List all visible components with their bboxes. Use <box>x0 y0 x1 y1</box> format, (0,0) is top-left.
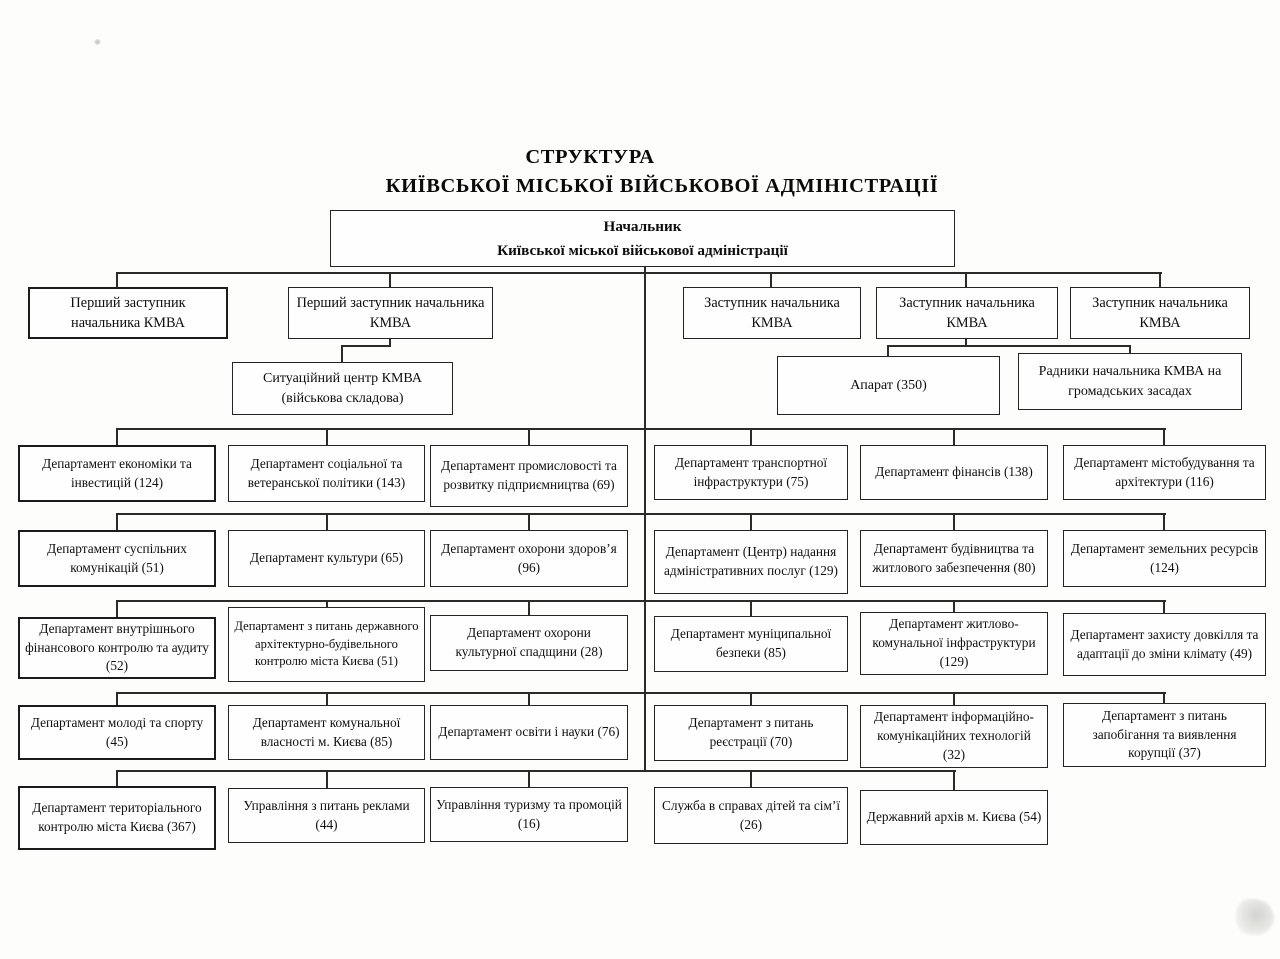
connector-drop <box>326 770 328 788</box>
org-box-dept-healthcare: Департамент охорони здоров’я (96) <box>430 530 628 587</box>
connector-drop <box>750 513 752 530</box>
connector-drop <box>750 600 752 616</box>
connector-drop <box>1163 513 1165 530</box>
scan-smudge <box>1236 899 1274 935</box>
connector-drop <box>1129 345 1131 354</box>
connector-drop <box>953 600 955 612</box>
connector-drop <box>887 345 889 357</box>
org-box-dept-public-communications: Департамент суспільних комунікацій (51) <box>18 530 216 587</box>
connector-bus-row1 <box>116 428 1166 430</box>
connector-drop <box>326 600 328 608</box>
head-subtitle: Київської міської військової адміністрац… <box>497 241 788 259</box>
org-box-office-advertising: Управління з питань реклами (44) <box>228 788 425 843</box>
scan-speck <box>94 39 101 45</box>
head-title: Начальник <box>603 217 682 235</box>
org-box-dept-land-resources: Департамент земельних ресурсів (124) <box>1063 530 1266 587</box>
org-box-apparatus: Апарат (350) <box>777 356 1000 415</box>
connector-drop <box>953 770 955 790</box>
org-box-dept-cultural-heritage: Департамент охорони культурної спадщини … <box>430 615 628 671</box>
org-box-situation-center: Ситуаційний центр КМВА (військова складо… <box>232 362 453 415</box>
org-box-dept-admin-services-center: Департамент (Центр) надання адміністрати… <box>654 530 848 594</box>
org-box-deputy-2: Заступник начальника КМВА <box>876 287 1058 339</box>
connector-drop <box>953 513 955 530</box>
connector-bus-row5 <box>116 770 956 772</box>
org-box-head: Начальник Київської міської військової а… <box>330 210 955 267</box>
connector-bus-row4 <box>116 692 1166 694</box>
org-box-first-deputy-2: Перший заступник начальника КМВА <box>288 287 493 339</box>
org-box-deputy-1: Заступник начальника КМВА <box>683 287 861 339</box>
connector-drop <box>326 692 328 705</box>
connector-drop <box>341 345 343 363</box>
org-box-dept-social-veterans-policy: Департамент соціальної та ветеранської п… <box>228 445 425 502</box>
connector-drop <box>1163 428 1165 445</box>
org-box-dept-urban-planning-architecture: Департамент містобудування та архітектур… <box>1063 445 1266 500</box>
connector-drop <box>965 272 967 288</box>
org-box-deputy-3: Заступник начальника КМВА <box>1070 287 1250 339</box>
org-box-dept-ict: Департамент інформаційно-комунікаційних … <box>860 705 1048 768</box>
connector-drop <box>326 428 328 445</box>
connector-drop <box>116 770 118 786</box>
org-box-dept-environment-climate: Департамент захисту довкілля та адаптаці… <box>1063 613 1266 676</box>
org-box-first-deputy-1: Перший заступник начальника КМВА <box>28 287 228 339</box>
connector-bus-row3 <box>116 600 1166 602</box>
connector-drop <box>965 339 967 347</box>
connector-drop <box>326 513 328 530</box>
connector-drop <box>528 692 530 705</box>
org-box-office-tourism-promotions: Управління туризму та промоцій (16) <box>430 787 628 842</box>
org-box-advisors: Радники начальника КМВА на громадських з… <box>1018 353 1242 410</box>
org-box-dept-registration: Департамент з питань реєстрації (70) <box>654 705 848 761</box>
connector-drop <box>116 600 118 617</box>
connector-drop <box>750 770 752 787</box>
org-box-dept-education-science: Департамент освіти і науки (76) <box>430 705 628 760</box>
org-box-dept-youth-sports: Департамент молоді та спорту (45) <box>18 705 216 760</box>
page-title-line2: КИЇВСЬКОЇ МІСЬКОЇ ВІЙСЬКОВОЇ АДМІНІСТРАЦ… <box>385 175 939 197</box>
connector-bus-deputies <box>116 272 1162 274</box>
org-box-dept-finance: Департамент фінансів (138) <box>860 445 1048 500</box>
connector-drop <box>750 692 752 705</box>
org-box-dept-communal-property: Департамент комунальної власності м. Киє… <box>228 705 425 760</box>
connector-drop <box>389 339 391 347</box>
connector-drop <box>1163 600 1165 613</box>
org-box-dept-construction-housing: Департамент будівництва та житлового заб… <box>860 530 1048 587</box>
connector-drop <box>389 272 391 288</box>
org-box-dept-housing-communal-infrastructure: Департамент житлово-комунальної інфрастр… <box>860 612 1048 675</box>
connector-drop <box>750 428 752 445</box>
connector-drop <box>953 428 955 445</box>
connector-drop <box>528 428 530 445</box>
connector-bus-support <box>887 345 1131 347</box>
connector-drop <box>116 272 118 288</box>
connector-spine <box>644 266 646 772</box>
connector-drop <box>1163 692 1165 703</box>
connector-drop <box>1159 272 1161 288</box>
org-box-dept-territorial-control: Департамент територіального контролю міс… <box>18 786 216 850</box>
org-box-dept-architectural-construction-control: Департамент з питань державного архітект… <box>228 607 425 682</box>
org-box-dept-economy-investments: Департамент економіки та інвестицій (124… <box>18 445 216 502</box>
org-box-dept-transport-infrastructure: Департамент транспортної інфраструктури … <box>654 445 848 500</box>
connector-drop <box>770 272 772 288</box>
connector-bus-row2 <box>116 513 1166 515</box>
org-box-dept-industry-entrepreneurship: Департамент промисловості та розвитку пі… <box>430 445 628 507</box>
org-box-service-children-family: Служба в справах дітей та сім’ї (26) <box>654 787 848 844</box>
connector-drop <box>116 428 118 445</box>
org-box-dept-corruption-prevention: Департамент з питань запобігання та вияв… <box>1063 703 1266 767</box>
org-box-state-archive: Державний архів м. Києва (54) <box>860 790 1048 845</box>
org-box-dept-internal-financial-control: Департамент внутрішнього фінансового кон… <box>18 617 216 679</box>
page-title-line1: СТРУКТУРА <box>525 146 655 168</box>
connector-drop <box>528 513 530 530</box>
connector-drop <box>528 600 530 615</box>
connector-drop <box>116 513 118 530</box>
connector-elbow <box>341 345 391 347</box>
connector-drop <box>528 770 530 787</box>
org-box-dept-culture: Департамент культури (65) <box>228 530 425 587</box>
org-box-dept-municipal-security: Департамент муніципальної безпеки (85) <box>654 616 848 672</box>
connector-drop <box>953 692 955 705</box>
connector-drop <box>116 692 118 705</box>
